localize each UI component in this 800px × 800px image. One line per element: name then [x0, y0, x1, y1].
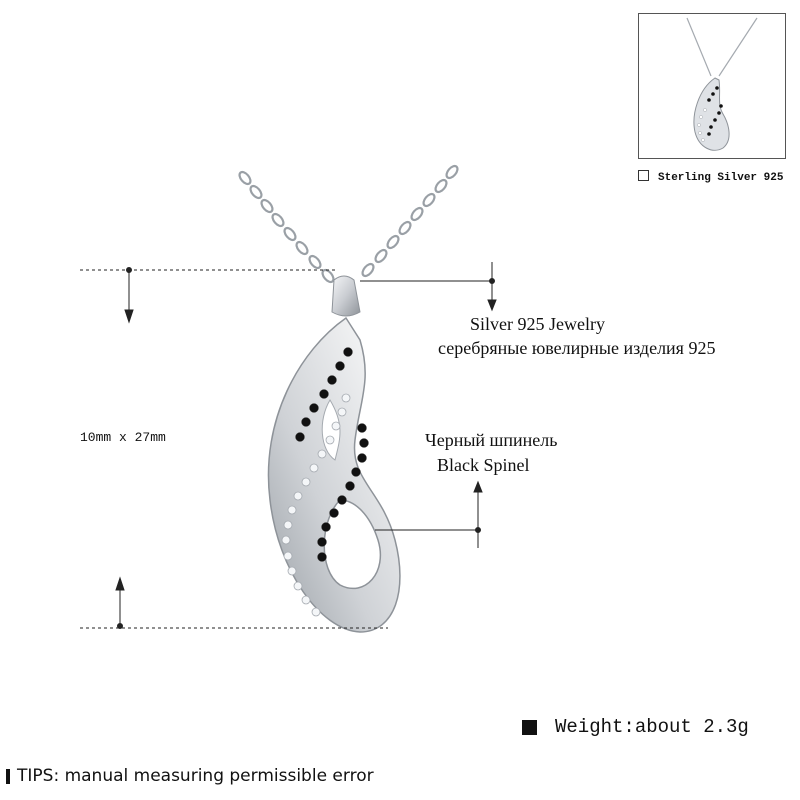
pendant-bail [331, 275, 361, 317]
dimensions-label: 10mm x 27mm [80, 430, 166, 445]
stone-label-ru: Черный шпинель [425, 430, 558, 450]
material-label-ru: серебряные ювелирные изделия 925 [438, 338, 716, 358]
weight-label: Weight:about 2.3g [555, 716, 749, 738]
material-label-en: Silver 925 Jewelry [470, 314, 605, 334]
pendant-body [267, 316, 401, 633]
weight-info: Weight:about 2.3g [522, 716, 749, 738]
zirconia-stones [281, 393, 351, 617]
checkbox-square-icon[interactable] [638, 170, 649, 181]
thumbnail-frame[interactable] [638, 13, 786, 159]
bar-bullet-icon [6, 768, 10, 784]
pendant-upper-cutout [321, 399, 341, 461]
spinel-stones [295, 347, 369, 562]
thumbnail-caption-text: Sterling Silver 925 [658, 172, 784, 184]
dimension-lines [80, 262, 497, 629]
thumbnail-pendant-image [686, 17, 758, 151]
tips-note: TIPS: manual measuring permissible error [6, 766, 374, 786]
chain [238, 164, 459, 284]
tips-label: TIPS: manual measuring permissible error [17, 766, 374, 786]
stone-label-en: Black Spinel [437, 455, 530, 475]
thumbnail-caption: Sterling Silver 925 [638, 170, 783, 184]
square-bullet-icon [522, 719, 537, 735]
